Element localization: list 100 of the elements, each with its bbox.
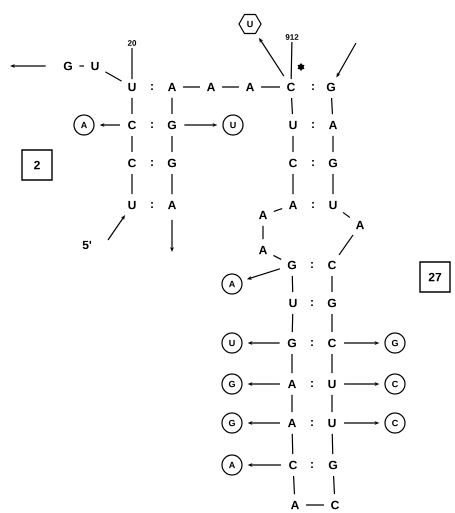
backbone-line — [290, 98, 294, 114]
numbered-box: 2 — [21, 149, 53, 181]
nucleotide: A — [258, 246, 268, 254]
nucleotide: A — [168, 82, 176, 92]
nucleotide: U — [328, 418, 336, 428]
backbone-line — [183, 86, 200, 88]
backbone-line — [131, 48, 133, 80]
nucleotide: C — [289, 460, 298, 470]
nucleotide: A — [246, 82, 254, 92]
pair-colon: : — [311, 262, 313, 268]
circled-nucleotide: A — [221, 273, 243, 295]
backbone-line — [290, 42, 292, 80]
backbone-line — [262, 226, 264, 240]
nucleotide: G — [326, 82, 335, 92]
circled-nucleotide: A — [221, 454, 243, 476]
backbone-line — [292, 276, 294, 292]
backbone-line — [222, 86, 239, 88]
nucleotide: A — [288, 380, 296, 388]
nucleotide: A — [288, 200, 298, 210]
circled-nucleotide: A — [73, 114, 95, 136]
backbone-line — [261, 86, 280, 88]
nucleotide: A — [356, 220, 364, 230]
nucleotide: C — [128, 158, 136, 168]
nucleotide: C — [328, 260, 336, 270]
backbone-line — [292, 174, 294, 194]
nucleotide: C — [128, 120, 136, 130]
pair-colon: : — [311, 300, 313, 306]
backbone-line — [131, 98, 133, 114]
nucleotide: A — [206, 82, 216, 92]
nucleotide: A — [258, 210, 268, 220]
nucleotide: C — [289, 158, 298, 168]
circled-nucleotide: U — [222, 114, 244, 136]
backbone-line — [105, 71, 122, 82]
pair-colon: : — [312, 202, 314, 208]
nucleotide: U — [329, 200, 337, 210]
backbone-line — [332, 434, 334, 454]
pair-colon: : — [311, 380, 313, 388]
backbone-line — [131, 174, 133, 194]
backbone-line — [330, 98, 334, 114]
backbone-line — [342, 212, 350, 218]
numbered-box: 27 — [419, 261, 451, 293]
nucleotide: A — [328, 120, 338, 130]
backbone-line — [292, 314, 294, 332]
backbone-line — [338, 234, 354, 256]
backbone-line — [79, 65, 84, 67]
pair-colon: : — [151, 160, 153, 166]
backbone-line — [292, 476, 296, 494]
circled-nucleotide: G — [221, 373, 243, 395]
backbone-line — [332, 476, 336, 494]
backbone-line — [171, 98, 173, 114]
pair-colon: : — [312, 160, 314, 166]
nucleotide: C — [331, 500, 340, 510]
nucleotide: U — [91, 62, 99, 70]
nucleotide: U — [328, 380, 336, 388]
pair-colon: : — [151, 202, 153, 208]
nucleotide: C — [328, 338, 336, 348]
nucleotide: A — [288, 418, 296, 428]
backbone-line — [273, 254, 282, 260]
backbone-line — [332, 136, 334, 152]
position-number: 20 — [128, 40, 136, 46]
nucleotide: G — [288, 338, 296, 348]
position-number: 912 — [286, 34, 298, 40]
pair-colon: : — [311, 462, 313, 468]
nucleotide: U — [128, 82, 136, 92]
circled-nucleotide: G — [221, 412, 243, 434]
circled-nucleotide: G — [384, 332, 406, 354]
nucleotide: G — [168, 120, 176, 130]
nucleotide: G — [328, 460, 337, 470]
nucleotide: A — [290, 500, 300, 510]
circled-nucleotide: C — [384, 373, 406, 395]
nucleotide: U — [289, 120, 297, 130]
backbone-line — [292, 136, 294, 152]
backbone-line — [274, 208, 282, 212]
backbone-line — [131, 136, 133, 152]
backbone-line — [331, 276, 333, 292]
backbone-line — [292, 434, 294, 454]
backbone-line — [291, 394, 293, 412]
pair-colon: : — [151, 122, 153, 128]
nucleotide: G — [168, 158, 176, 168]
backbone-line — [306, 504, 324, 506]
nucleotide: G — [328, 298, 336, 308]
nucleotide: G — [64, 62, 72, 70]
pair-colon: : — [311, 420, 313, 426]
nucleotide: A — [168, 200, 176, 210]
nucleotide: C — [287, 82, 296, 92]
backbone-line — [331, 394, 333, 412]
backbone-line — [171, 136, 173, 152]
backbone-line — [331, 354, 333, 374]
nucleotide: G — [328, 158, 337, 168]
nucleotide: U — [289, 298, 297, 308]
pair-colon: : — [312, 122, 314, 128]
pair-colon: : — [312, 84, 314, 90]
pair-colon: : — [311, 340, 313, 346]
pair-colon: : — [151, 84, 153, 90]
nucleotide: G — [288, 260, 296, 270]
nucleotide: U — [128, 200, 136, 210]
backbone-line — [332, 174, 334, 194]
backbone-line — [331, 314, 333, 332]
end-label: 5' — [82, 240, 92, 250]
backbone-line — [291, 354, 293, 374]
